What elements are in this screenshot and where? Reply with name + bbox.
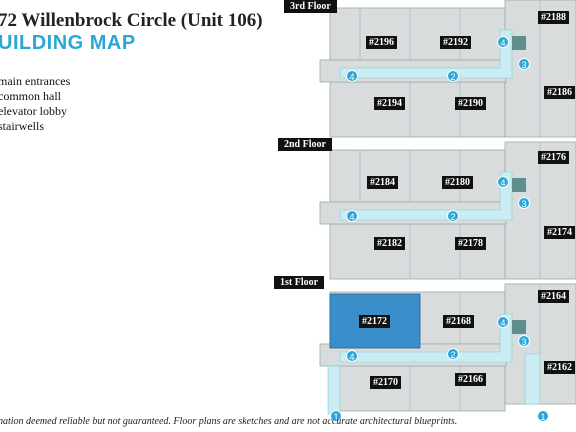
elevator-lobby-badge: 2: [447, 70, 459, 82]
disclaimer-footer: nation deemed reliable but not guarantee…: [0, 416, 458, 427]
unit-label: #2182: [374, 237, 405, 250]
floor-label-1: 1st Floor: [274, 276, 325, 289]
floor-3-plan: [319, 0, 576, 138]
stairwell-badge: 3: [518, 197, 530, 209]
stairwell-badge: 4: [346, 210, 358, 222]
legend-stairwells: stairwells: [0, 119, 44, 133]
main-entrance-badge: 1: [330, 410, 342, 422]
unit-label: #2174: [544, 226, 575, 239]
unit-label: #2162: [544, 361, 575, 374]
unit-label: #2180: [442, 176, 473, 189]
elevator-lobby-badge: 2: [447, 210, 459, 222]
unit-label: #2192: [440, 36, 471, 49]
legend-common-hall: common hall: [0, 89, 61, 103]
stairwell-badge: 4: [497, 316, 509, 328]
stairwell-badge: 4: [497, 36, 509, 48]
unit-label: #2184: [367, 176, 398, 189]
stairwell-badge: 3: [518, 58, 530, 70]
elevator-lobby-badge: 2: [447, 348, 459, 360]
floor-label-3: 3rd Floor: [284, 0, 337, 13]
unit-label: #2188: [538, 11, 569, 24]
legend-main-entrances: main entrances: [0, 74, 71, 88]
stairwell-badge: 3: [518, 335, 530, 347]
unit-label: #2186: [544, 86, 575, 99]
main-entrance-badge: 1: [537, 410, 549, 422]
unit-label: #2176: [538, 151, 569, 164]
floor-label-2: 2nd Floor: [278, 138, 332, 151]
unit-label-highlighted: #2172: [359, 315, 390, 328]
unit-label: #2178: [455, 237, 486, 250]
stairwell-badge: 4: [497, 176, 509, 188]
unit-label: #2196: [366, 36, 397, 49]
floor-2-plan: [319, 141, 576, 280]
unit-label: #2164: [538, 290, 569, 303]
unit-label: #2166: [455, 373, 486, 386]
legend-elevator-lobby: elevator lobby: [0, 104, 67, 118]
unit-label: #2190: [455, 97, 486, 110]
map-title: 72 Willenbrock Circle (Unit 106): [0, 10, 263, 31]
unit-label: #2194: [374, 97, 405, 110]
map-subtitle: UILDING MAP: [0, 32, 136, 54]
unit-label: #2168: [443, 315, 474, 328]
unit-label: #2170: [370, 376, 401, 389]
stairwell-badge: 4: [346, 350, 358, 362]
stairwell-badge: 4: [346, 70, 358, 82]
floor-1-plan: [319, 283, 576, 415]
